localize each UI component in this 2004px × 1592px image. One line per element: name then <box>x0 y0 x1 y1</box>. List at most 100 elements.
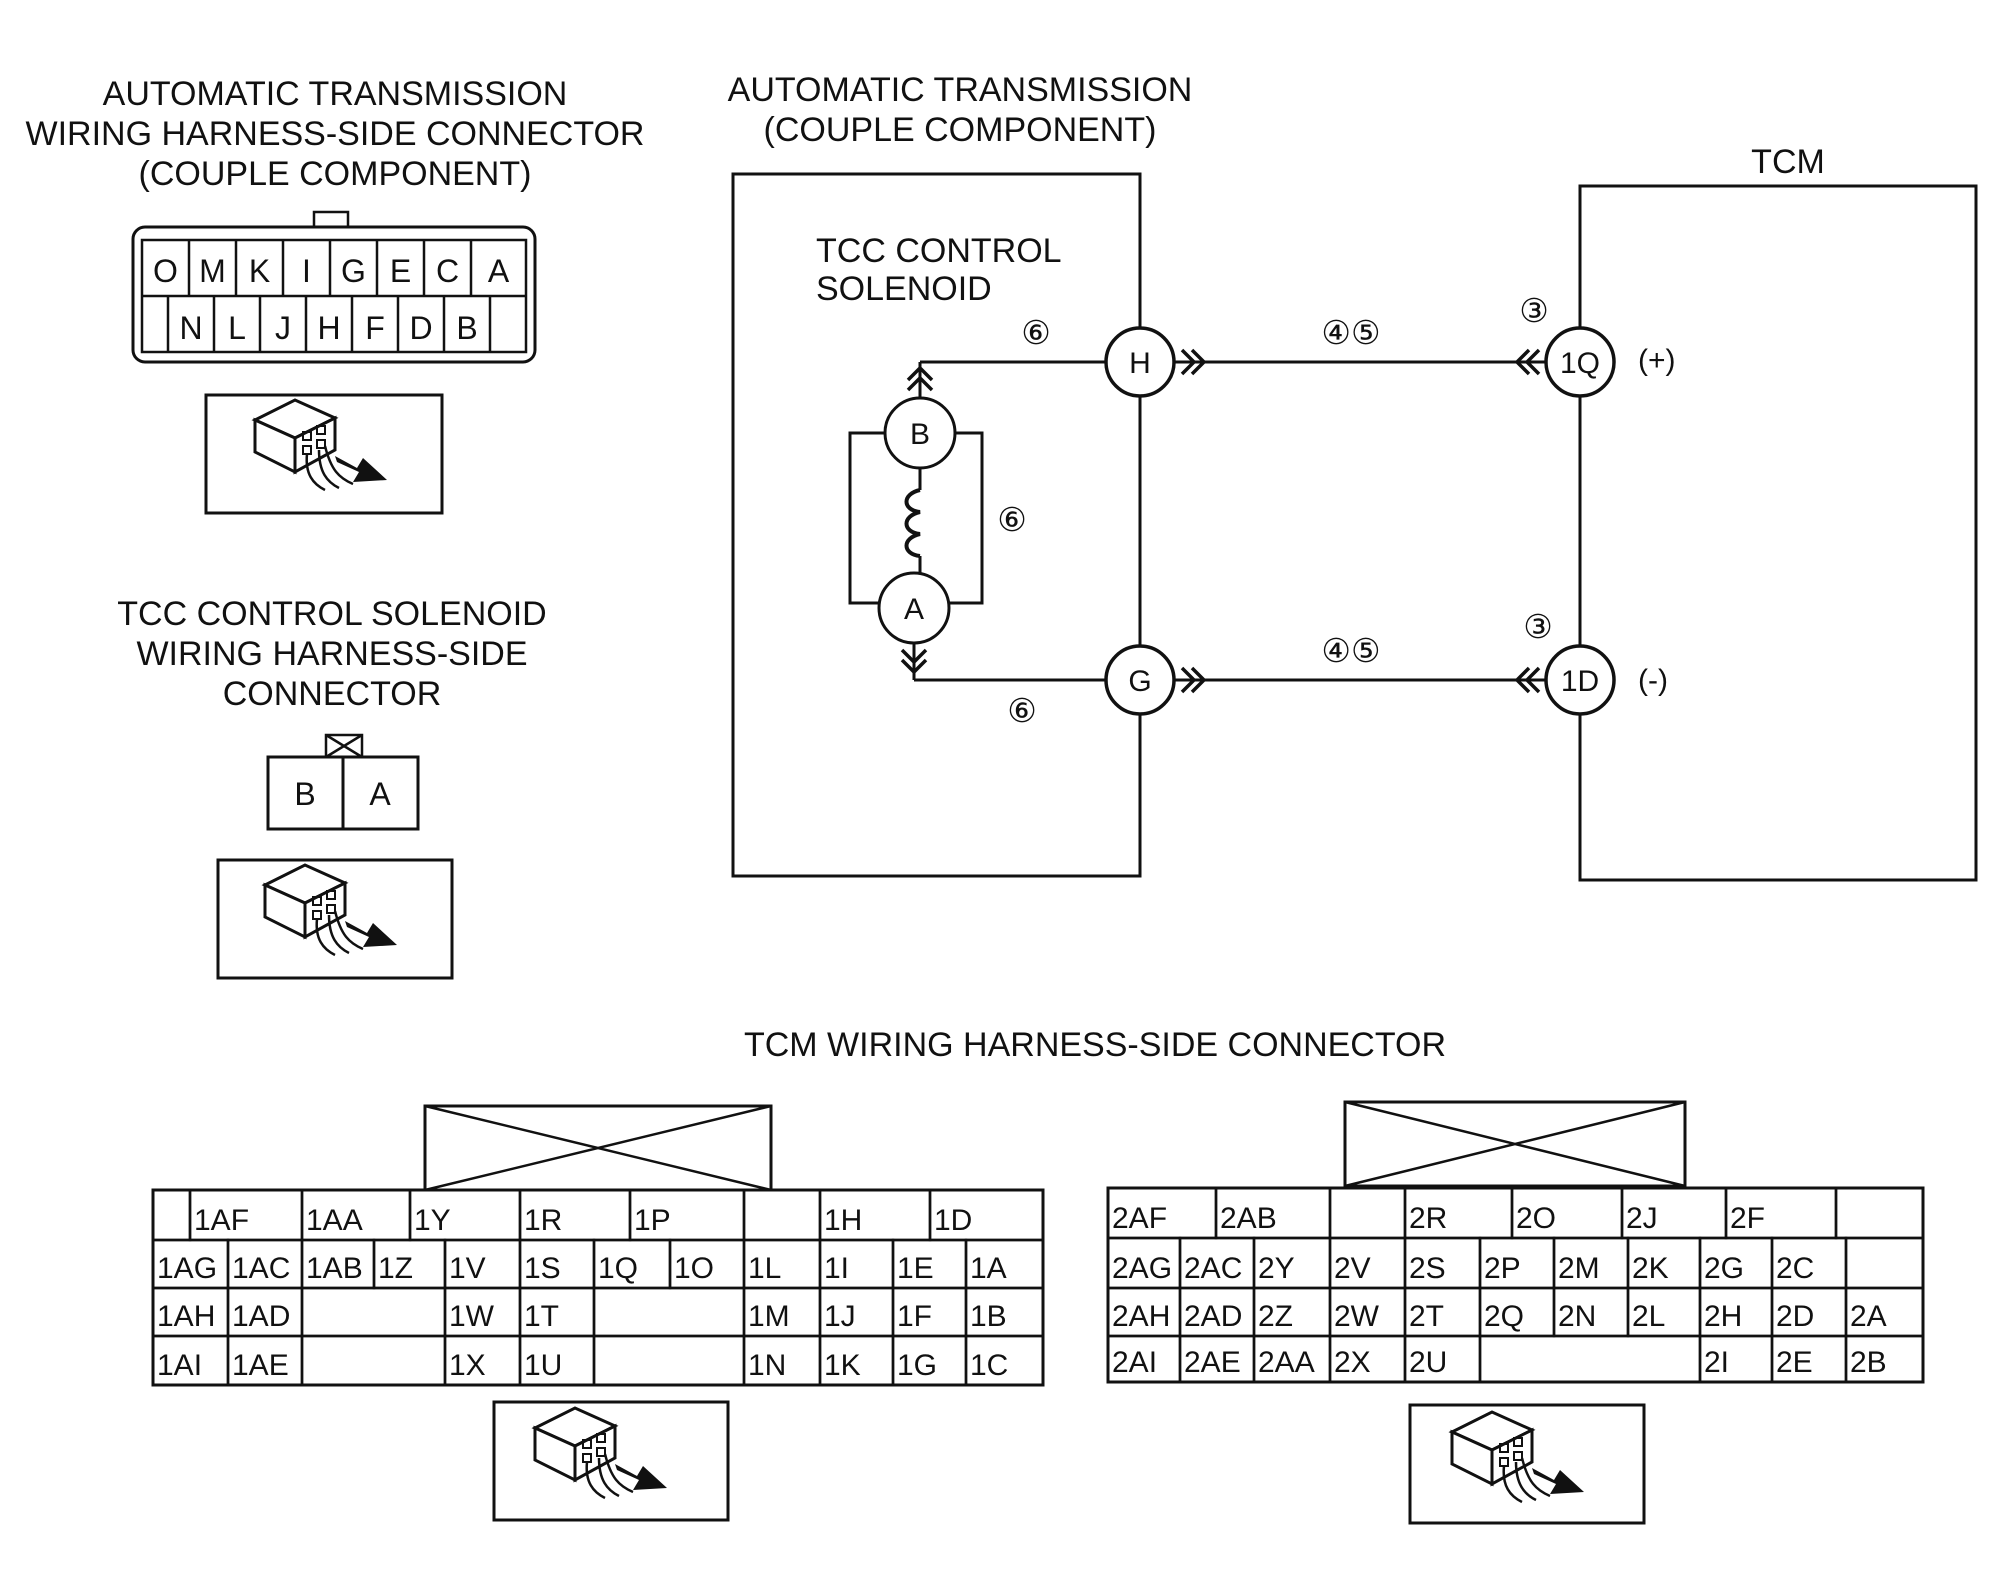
at-pin-b: B <box>456 310 477 346</box>
solenoid-bracket-right <box>949 431 984 605</box>
tcm2-pin-2c: 2C <box>1776 1252 1814 1285</box>
tcm-terminal-1q <box>1544 326 1616 398</box>
ref-tcm-lower: ③ <box>1523 608 1553 645</box>
at-component-title: AUTOMATIC TRANSMISSION (COUPLE COMPONENT… <box>728 71 1193 149</box>
tcm-connector-2-view-box <box>1408 1403 1646 1525</box>
tcm1-pin-1af: 1AF <box>194 1204 249 1237</box>
solenoid-bracket-left <box>848 431 885 605</box>
ref-harness-lower: ④⑤ <box>1321 632 1380 669</box>
tcm2-pin-2k: 2K <box>1632 1252 1669 1285</box>
at-pin-h: H <box>317 310 340 346</box>
tcm1-pin-1n: 1N <box>748 1349 786 1382</box>
tcm-connector-1-view-box <box>492 1400 730 1522</box>
tcm2-pin-2ah: 2AH <box>1112 1300 1170 1333</box>
solenoid-terminal-b-label: B <box>910 418 930 451</box>
tcm1-pin-1p: 1P <box>634 1204 671 1237</box>
at-pin-n: N <box>179 310 202 346</box>
tcm2-pin-2s: 2S <box>1409 1252 1446 1285</box>
tcm2-pin-2z: 2Z <box>1258 1300 1293 1333</box>
polarity-plus: (+) <box>1638 344 1676 377</box>
at-pin-j: J <box>275 310 291 346</box>
tcm-box <box>1578 184 1978 882</box>
tcm1-pin-1t: 1T <box>524 1300 559 1333</box>
tcm2-pin-2o: 2O <box>1516 1202 1556 1235</box>
at-pin-c: C <box>436 253 459 289</box>
tcm2-pin-2m: 2M <box>1558 1252 1600 1285</box>
at-pin-m: M <box>199 253 226 289</box>
tcm2-pin-2i: 2I <box>1704 1346 1729 1379</box>
tcm-terminal-1d-label: 1D <box>1561 665 1599 698</box>
tcm2-pin-2t: 2T <box>1409 1300 1444 1333</box>
tcc-connector-view-box <box>216 858 454 980</box>
tcm2-pin-2r: 2R <box>1409 1202 1447 1235</box>
at-component-box <box>731 172 1142 878</box>
tcm2-pin-2ag: 2AG <box>1112 1252 1172 1285</box>
tcm2-pin-2g: 2G <box>1704 1252 1744 1285</box>
tcm2-pin-2q: 2Q <box>1484 1300 1524 1333</box>
at-pin-o: O <box>153 253 178 289</box>
tcc-connector: B A <box>266 733 420 831</box>
at-pin-i: I <box>302 253 311 289</box>
at-connector-latch <box>312 210 350 229</box>
tcm1-pin-1f: 1F <box>897 1300 932 1333</box>
at-pin-k: K <box>249 253 270 289</box>
tcm1-pin-1ah: 1AH <box>157 1300 215 1333</box>
tcm2-pin-2a: 2A <box>1850 1300 1887 1333</box>
tcm1-pin-1ai: 1AI <box>157 1349 202 1382</box>
at-pin-e: E <box>390 253 411 289</box>
tcm1-pin-1ac: 1AC <box>232 1252 290 1285</box>
tcm2-pin-2v: 2V <box>1334 1252 1371 1285</box>
tcm1-pin-1ab: 1AB <box>306 1252 363 1285</box>
tcc-pin-a: A <box>369 776 391 812</box>
tcm1-pin-1i: 1I <box>824 1252 849 1285</box>
tcm2-pin-2f: 2F <box>1730 1202 1765 1235</box>
tcm1-pin-1m: 1M <box>748 1300 790 1333</box>
tcm2-pin-2ac: 2AC <box>1184 1252 1242 1285</box>
tcm1-pin-1g: 1G <box>897 1349 937 1382</box>
tcm1-pin-1x: 1X <box>449 1349 486 1382</box>
tcm1-pin-1l: 1L <box>748 1252 781 1285</box>
at-terminal-h-label: H <box>1129 347 1151 380</box>
tcm1-pin-1k: 1K <box>824 1349 861 1382</box>
tcm1-pin-1ag: 1AG <box>157 1252 217 1285</box>
at-pin-f: F <box>365 310 385 346</box>
tcm1-pin-1ad: 1AD <box>232 1300 290 1333</box>
tcm-terminal-1q-label: 1Q <box>1560 347 1600 380</box>
at-connector-title-line2: WIRING HARNESS-SIDE CONNECTOR <box>26 115 645 153</box>
tcc-solenoid: B A <box>848 360 1108 682</box>
solenoid-label-line2: SOLENOID <box>816 270 992 308</box>
tcm2-pin-2b: 2B <box>1850 1346 1887 1379</box>
at-pin-l: L <box>228 310 246 346</box>
tcm2-pin-2ab: 2AB <box>1220 1202 1277 1235</box>
tcm1-pin-1a: 1A <box>970 1252 1007 1285</box>
tcm1-pin-1h: 1H <box>824 1204 862 1237</box>
tcm2-pin-2d: 2D <box>1776 1300 1814 1333</box>
tcm2-pin-2n: 2N <box>1558 1300 1596 1333</box>
tcm2-pin-2aa: 2AA <box>1258 1346 1315 1379</box>
at-connector-title-line1: AUTOMATIC TRANSMISSION <box>103 75 568 113</box>
tcm2-pin-2ad: 2AD <box>1184 1300 1242 1333</box>
tcm2-pin-2af: 2AF <box>1112 1202 1167 1235</box>
at-connector-title: AUTOMATIC TRANSMISSION WIRING HARNESS-SI… <box>26 75 645 193</box>
tcc-pin-b: B <box>294 776 315 812</box>
tcm2-pin-2h: 2H <box>1704 1300 1742 1333</box>
tcm1-pin-1s: 1S <box>524 1252 561 1285</box>
tcm1-pin-1c: 1C <box>970 1349 1008 1382</box>
tcm2-pin-2x: 2X <box>1334 1346 1371 1379</box>
ref-harness-upper: ④⑤ <box>1321 314 1380 351</box>
solenoid-label-line1: TCC CONTROL <box>816 232 1062 270</box>
tcm1-pin-1u: 1U <box>524 1349 562 1382</box>
tcm-connector-title: TCM WIRING HARNESS-SIDE CONNECTOR <box>744 1026 1446 1064</box>
tcm2-pin-2e: 2E <box>1776 1346 1813 1379</box>
at-terminal-g-label: G <box>1128 665 1151 698</box>
tcc-connector-title-line2: WIRING HARNESS-SIDE <box>136 635 527 673</box>
tcm2-pin-2j: 2J <box>1626 1202 1658 1235</box>
at-component-title-line2: (COUPLE COMPONENT) <box>764 111 1157 149</box>
at-pin-a: A <box>488 253 510 289</box>
tcm2-pin-2y: 2Y <box>1258 1252 1295 1285</box>
solenoid-coil <box>904 488 921 558</box>
